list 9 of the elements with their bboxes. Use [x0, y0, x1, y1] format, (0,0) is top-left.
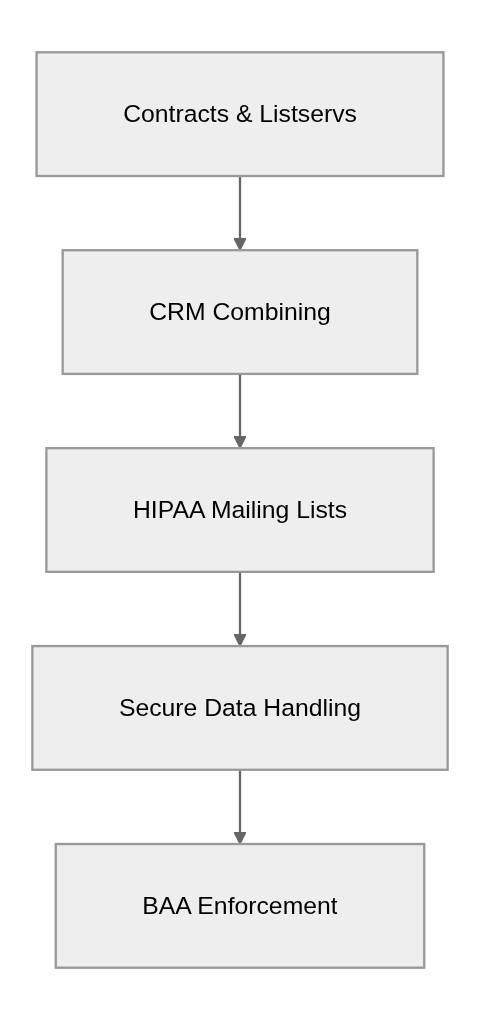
node-box: Contracts & Listservs — [35, 51, 445, 178]
node-box: Secure Data Handling — [31, 644, 449, 771]
arrow — [233, 769, 247, 845]
node-box: BAA Enforcement — [54, 842, 426, 969]
arrow — [233, 176, 247, 251]
node-box: HIPAA Mailing Lists — [45, 447, 435, 573]
arrow — [233, 373, 247, 449]
arrow — [233, 571, 247, 647]
node-box: CRM Combining — [61, 249, 419, 376]
